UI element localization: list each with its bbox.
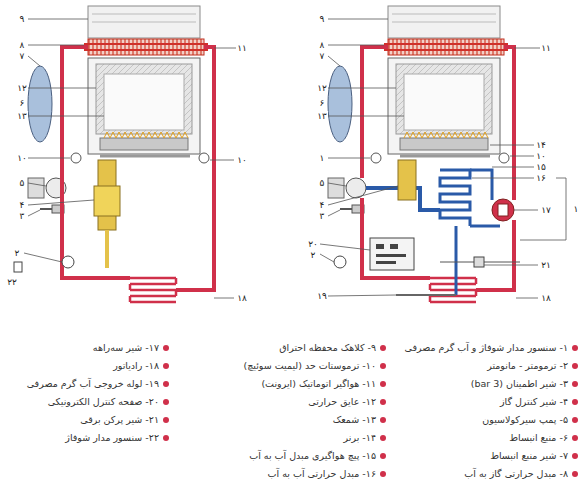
callout-number: ۱۲: [16, 83, 28, 93]
callout-number: ۶: [319, 98, 326, 108]
legend-entry: ۱۶- مبدل حرارتی آب به آب: [268, 468, 376, 480]
callout-number: ۱۹: [316, 291, 328, 301]
callout-number: ۸: [19, 40, 26, 50]
callout-number: ۱۵: [535, 162, 547, 172]
callout-number: ۱۰: [16, 153, 28, 163]
callout-number: ۲۱: [540, 260, 552, 270]
callout-number: ۸: [319, 40, 326, 50]
callout-number: ۱۲: [316, 83, 328, 93]
callout-number: ۲۲: [6, 277, 18, 287]
legend-entry: ۱۷- شیر سه‌راهه: [93, 342, 159, 354]
callout-number: ۱۰: [236, 155, 248, 165]
callout-number: ۶: [19, 98, 26, 108]
legend-entry: ۶- منبع انبساط: [509, 432, 568, 444]
callout-number: ۱۱: [540, 43, 552, 53]
callout-number: ۱۳: [316, 111, 328, 121]
callout-number: ۷: [319, 51, 326, 61]
legend-entry: ۸- مبدل حرارتی گاز به آب: [464, 468, 568, 480]
legend-entry: ۹- کلاهک محفظه احتراق: [279, 342, 376, 354]
callout-number: ۵: [19, 178, 26, 188]
legend-entry: ۳- شیر اطمینان (3 bar): [471, 378, 568, 390]
legend-entry: ۱۴- برنر: [344, 432, 376, 444]
callout-number: ۲۰: [307, 239, 319, 249]
callout-number: ۲: [14, 248, 21, 258]
callout-number: ۱۶: [535, 173, 547, 183]
legend-entry: ۴- شیر کنترل گاز: [500, 396, 568, 408]
callout-number: ۱۱: [236, 43, 248, 53]
callout-number: ۱: [573, 204, 580, 214]
legend-entry: ۲- ترمومتر - مانومتر: [487, 360, 568, 372]
callout-number: ۴: [19, 200, 26, 210]
callout-number: ۴: [319, 200, 326, 210]
legend-entry: ۱۸- رادیاتور: [113, 360, 159, 372]
callout-number: ۱۳: [16, 111, 28, 121]
legend-entry: ۱۱- هواگیر اتوماتیک (ایرونت): [261, 378, 376, 390]
callout-number: ۲: [310, 250, 317, 260]
callout-number: ۱۰: [535, 151, 547, 161]
legend-entry: ۱- سنسور مدار شوفاژ و آب گرم مصرفی: [404, 342, 568, 354]
legend-entry: ۲۰- صفحه کنترل الکترونیکی: [48, 396, 159, 408]
callout-number: ۷: [19, 51, 26, 61]
callout-number: ۵: [319, 178, 326, 188]
callout-number: ۹: [19, 14, 26, 24]
legend-entry: ۱۹- لوله خروجی آب گرم مصرفی: [27, 378, 159, 390]
callout-number: ۱۸: [540, 293, 552, 303]
callout-number: ۹: [319, 14, 326, 24]
legend-entry: ۷- شیر منبع انبساط: [490, 450, 568, 462]
callout-number: ۱۸: [236, 293, 248, 303]
callout-number: ۱: [319, 153, 326, 163]
callout-number: ۱۴: [535, 140, 547, 150]
callout-number: ۳: [319, 211, 326, 221]
callout-number: ۱۷: [540, 205, 552, 215]
callout-number: ۳: [19, 211, 26, 221]
legend-entry: ۱۰- ترموستات حد (لیمیت سوئیچ): [243, 360, 376, 372]
legend-entry: ۱۲- عایق حرارتی: [308, 396, 376, 408]
legend-entry: ۱۵- پیچ هواگیری مبدل آب به آب: [249, 450, 376, 462]
legend-entry: ۱۳- شمعک: [333, 414, 376, 426]
legend-entry: ۵- پمپ سیرکولاسیون: [482, 414, 568, 426]
legend-entry: ۲۱- شیر پرکن برقی: [80, 414, 159, 426]
legend-entry: ۲۲- سنسور مدار شوفاژ: [65, 432, 159, 444]
